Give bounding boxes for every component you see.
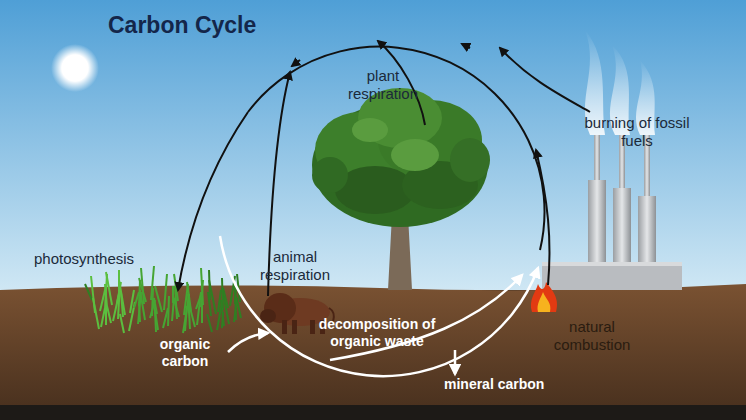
fire xyxy=(531,282,557,312)
white-cycle-arrows xyxy=(220,236,538,376)
cycle-label: animal respiration xyxy=(240,248,350,284)
grass xyxy=(85,266,241,333)
cycle-label: natural combustion xyxy=(540,318,644,354)
factory xyxy=(542,30,682,290)
black-cycle-arrows xyxy=(178,41,590,296)
cycle-label: mineral carbon xyxy=(444,376,544,393)
cycle-label: plant respiration xyxy=(338,67,428,103)
sun xyxy=(51,44,99,92)
cycle-label: burning of fossil fuels xyxy=(578,114,696,150)
cycle-label: decomposition of organic waste xyxy=(306,316,448,350)
diagram-title: Carbon Cycle xyxy=(108,12,256,39)
cycle-label: photosynthesis xyxy=(34,250,134,268)
frame xyxy=(0,405,746,420)
cycle-label: organic carbon xyxy=(148,336,222,370)
tree xyxy=(312,88,490,290)
sky xyxy=(0,0,746,290)
